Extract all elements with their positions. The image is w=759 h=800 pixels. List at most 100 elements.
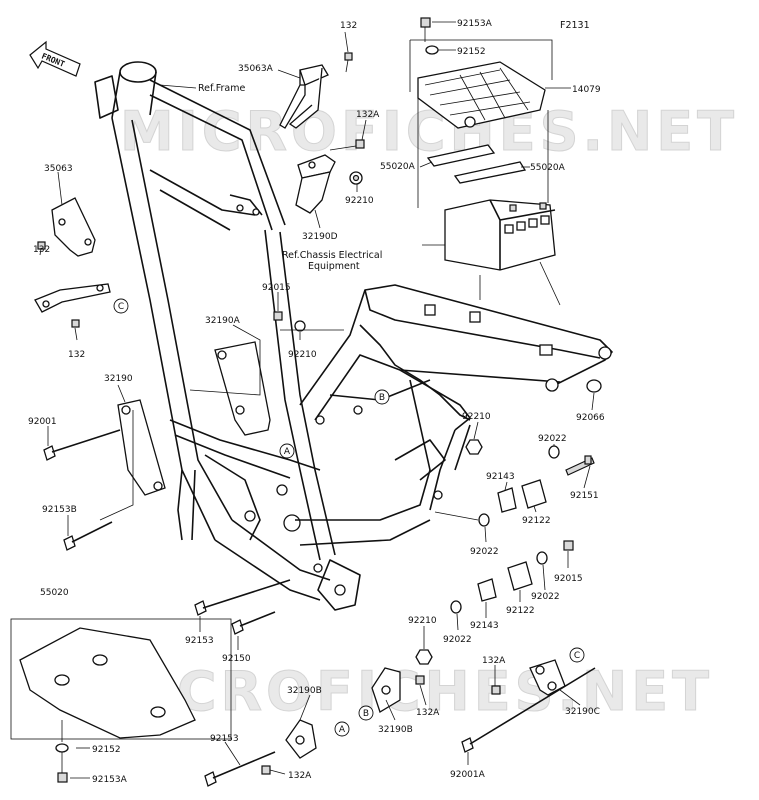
part-label-92151: 92151 (570, 491, 599, 501)
part-label-92153B: 92153B (42, 505, 77, 515)
ref-chassis-line1: Ref.Chassis Electrical (282, 250, 382, 261)
skid-plate-55020 (10, 618, 232, 740)
part-label-92153A-bottom: 92153A (92, 775, 128, 785)
part-label-92143-b: 92143 (470, 621, 499, 631)
plate-32190A (214, 341, 271, 436)
part-label-92153A-top: 92153A (457, 19, 493, 29)
callout-c-left: C (113, 298, 129, 314)
part-label-132-top: 132 (340, 21, 357, 31)
part-label-92150: 92150 (222, 654, 251, 664)
washer-92210-b (294, 320, 306, 332)
part-label-92153-b: 92153 (210, 734, 239, 744)
part-label-92210-c: 92210 (462, 412, 491, 422)
part-label-92210-a: 92210 (345, 196, 374, 206)
collar-92143-a (497, 487, 517, 513)
part-label-92152-top: 92152 (457, 47, 486, 57)
part-label-132-left-bottom: 132 (68, 350, 85, 360)
bracket-35063 (34, 197, 111, 313)
ref-frame-label: Ref.Frame (198, 83, 245, 94)
part-label-92210-b: 92210 (288, 350, 317, 360)
ref-chassis-line2: Equipment (308, 261, 360, 272)
svg-text:C: C (118, 302, 124, 312)
front-arrow-icon: FRONT (29, 40, 81, 77)
part-label-92022-b: 92022 (470, 547, 499, 557)
bracket-32190D (295, 154, 336, 214)
collar-92152-bottom (55, 743, 69, 753)
part-label-92022-a: 92022 (538, 434, 567, 444)
part-label-55020A-left: 55020A (380, 162, 416, 172)
nut-92015-b (563, 540, 574, 551)
part-label-32190B-mid: 32190B (378, 725, 413, 735)
part-label-35063A: 35063A (238, 64, 274, 74)
bracket-32190C (529, 659, 566, 696)
part-label-92022-d: 92022 (443, 635, 472, 645)
part-label-35063: 35063 (44, 164, 73, 174)
part-label-92210-d: 92210 (408, 616, 437, 626)
part-label-92015-b: 92015 (554, 574, 583, 584)
bracket-32190B-left (285, 719, 317, 759)
bushing-92122-b (507, 561, 533, 591)
washer-92210-a (349, 171, 363, 185)
nut-92015-top (273, 311, 283, 321)
battery-reference (444, 199, 556, 271)
svg-text:B: B (379, 393, 385, 403)
part-label-92001A: 92001A (450, 770, 486, 780)
collar-92152-top (425, 45, 439, 55)
bolt-132A-bottom (261, 765, 271, 775)
callout-a-bracket: A (334, 721, 350, 737)
part-label-92001: 92001 (28, 417, 57, 427)
part-label-32190C: 32190C (565, 707, 600, 717)
bolt-92150 (231, 611, 276, 635)
collar-92143-b (477, 578, 497, 602)
part-label-132A-top: 132A (356, 110, 380, 120)
part-label-55020: 55020 (40, 588, 69, 598)
plate-32190 (117, 399, 166, 496)
svg-text:A: A (284, 447, 291, 457)
part-label-92022-c: 92022 (531, 592, 560, 602)
part-label-92122-a: 92122 (522, 516, 551, 526)
svg-text:B: B (363, 709, 369, 719)
bolt-132-left-bottom (71, 319, 80, 328)
part-label-92153-a: 92153 (185, 636, 214, 646)
washer-92022-d (450, 600, 462, 614)
part-label-92015-top: 92015 (262, 283, 291, 293)
cap-92066 (586, 379, 602, 393)
watermark-top: MICROFICHES.NET (120, 100, 738, 163)
washer-92022-a (548, 445, 560, 459)
bolt-92153B (63, 521, 113, 551)
part-label-32190D: 32190D (302, 232, 338, 242)
bolt-92001 (43, 429, 121, 461)
callout-c-right: C (569, 647, 585, 663)
callout-b-frame: B (374, 389, 390, 405)
callout-b-bracket: B (358, 705, 374, 721)
svg-text:C: C (574, 651, 580, 661)
leader-lines (39, 21, 595, 779)
bracket-32190B-right (371, 667, 401, 713)
watermark-bottom: MICROFICHES.NET (95, 660, 713, 723)
part-label-132-left: 132 (33, 245, 50, 255)
callout-a-frame: A (279, 443, 295, 459)
part-label-32190: 32190 (104, 374, 133, 384)
battery-pads-55020A (426, 144, 527, 184)
svg-text:A: A (339, 725, 346, 735)
part-label-92152-bottom: 92152 (92, 745, 121, 755)
part-label-132A-mid: 132A (416, 708, 440, 718)
nut-92210-d (415, 649, 433, 665)
nut-92210-c (465, 439, 483, 455)
bolt-132A-top (329, 139, 365, 151)
bolt-132A-right (491, 685, 501, 695)
part-label-92066: 92066 (576, 413, 605, 423)
part-label-14079: 14079 (572, 85, 601, 95)
bolt-92153-b (204, 751, 276, 787)
part-label-92122-b: 92122 (506, 606, 535, 616)
bolt-132-top (344, 52, 353, 73)
part-label-132A-bottom: 132A (288, 771, 312, 781)
washer-92022-c (536, 551, 548, 565)
diagram-code: F2131 (560, 20, 590, 31)
bolt-132-left (37, 241, 46, 250)
bolt-92153A-bottom (57, 772, 68, 783)
bolt-92153-a (194, 579, 291, 616)
part-label-132A-right: 132A (482, 656, 506, 666)
bracket-35063A (279, 64, 329, 129)
